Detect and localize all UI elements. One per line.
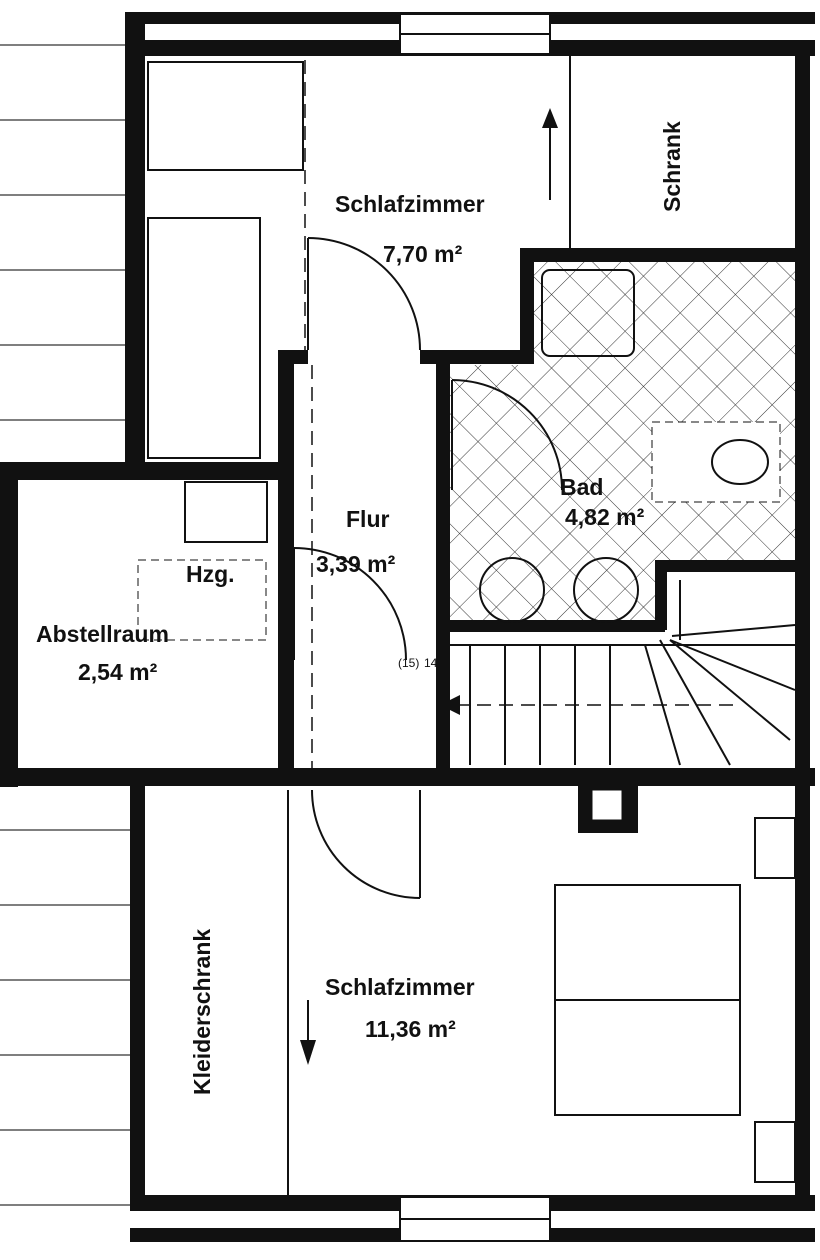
room-name-wardrobe-top: Schrank [659, 121, 685, 212]
room-area-bedroom-bottom: 11,36 m² [365, 1016, 456, 1042]
staircase[interactable] [440, 580, 800, 766]
room-name-storage: Abstellraum [36, 621, 169, 647]
stairs-current: 14 [424, 656, 438, 670]
room-area-bedroom-top: 7,70 m² [383, 241, 463, 267]
room-area-bath: 4,82 m² [565, 504, 645, 530]
room-area-storage: 2,54 m² [78, 659, 158, 685]
room-name-wardrobe-bottom: Kleiderschrank [189, 929, 215, 1095]
room-name-bedroom-top: Schlafzimmer [335, 191, 485, 217]
room-name-heating: Hzg. [186, 561, 235, 587]
stairs-total: (15) [398, 656, 419, 670]
roof-lines [0, 44, 130, 1206]
room-name-bath: Bad [560, 474, 603, 500]
furniture [137, 56, 796, 1195]
walls [0, 12, 815, 1242]
arrow-icon [300, 1040, 316, 1065]
room-area-hall: 3,39 m² [316, 551, 396, 577]
room-name-bedroom-bottom: Schlafzimmer [325, 974, 475, 1000]
arrow-icon [542, 108, 558, 128]
room-name-hall: Flur [346, 506, 389, 532]
